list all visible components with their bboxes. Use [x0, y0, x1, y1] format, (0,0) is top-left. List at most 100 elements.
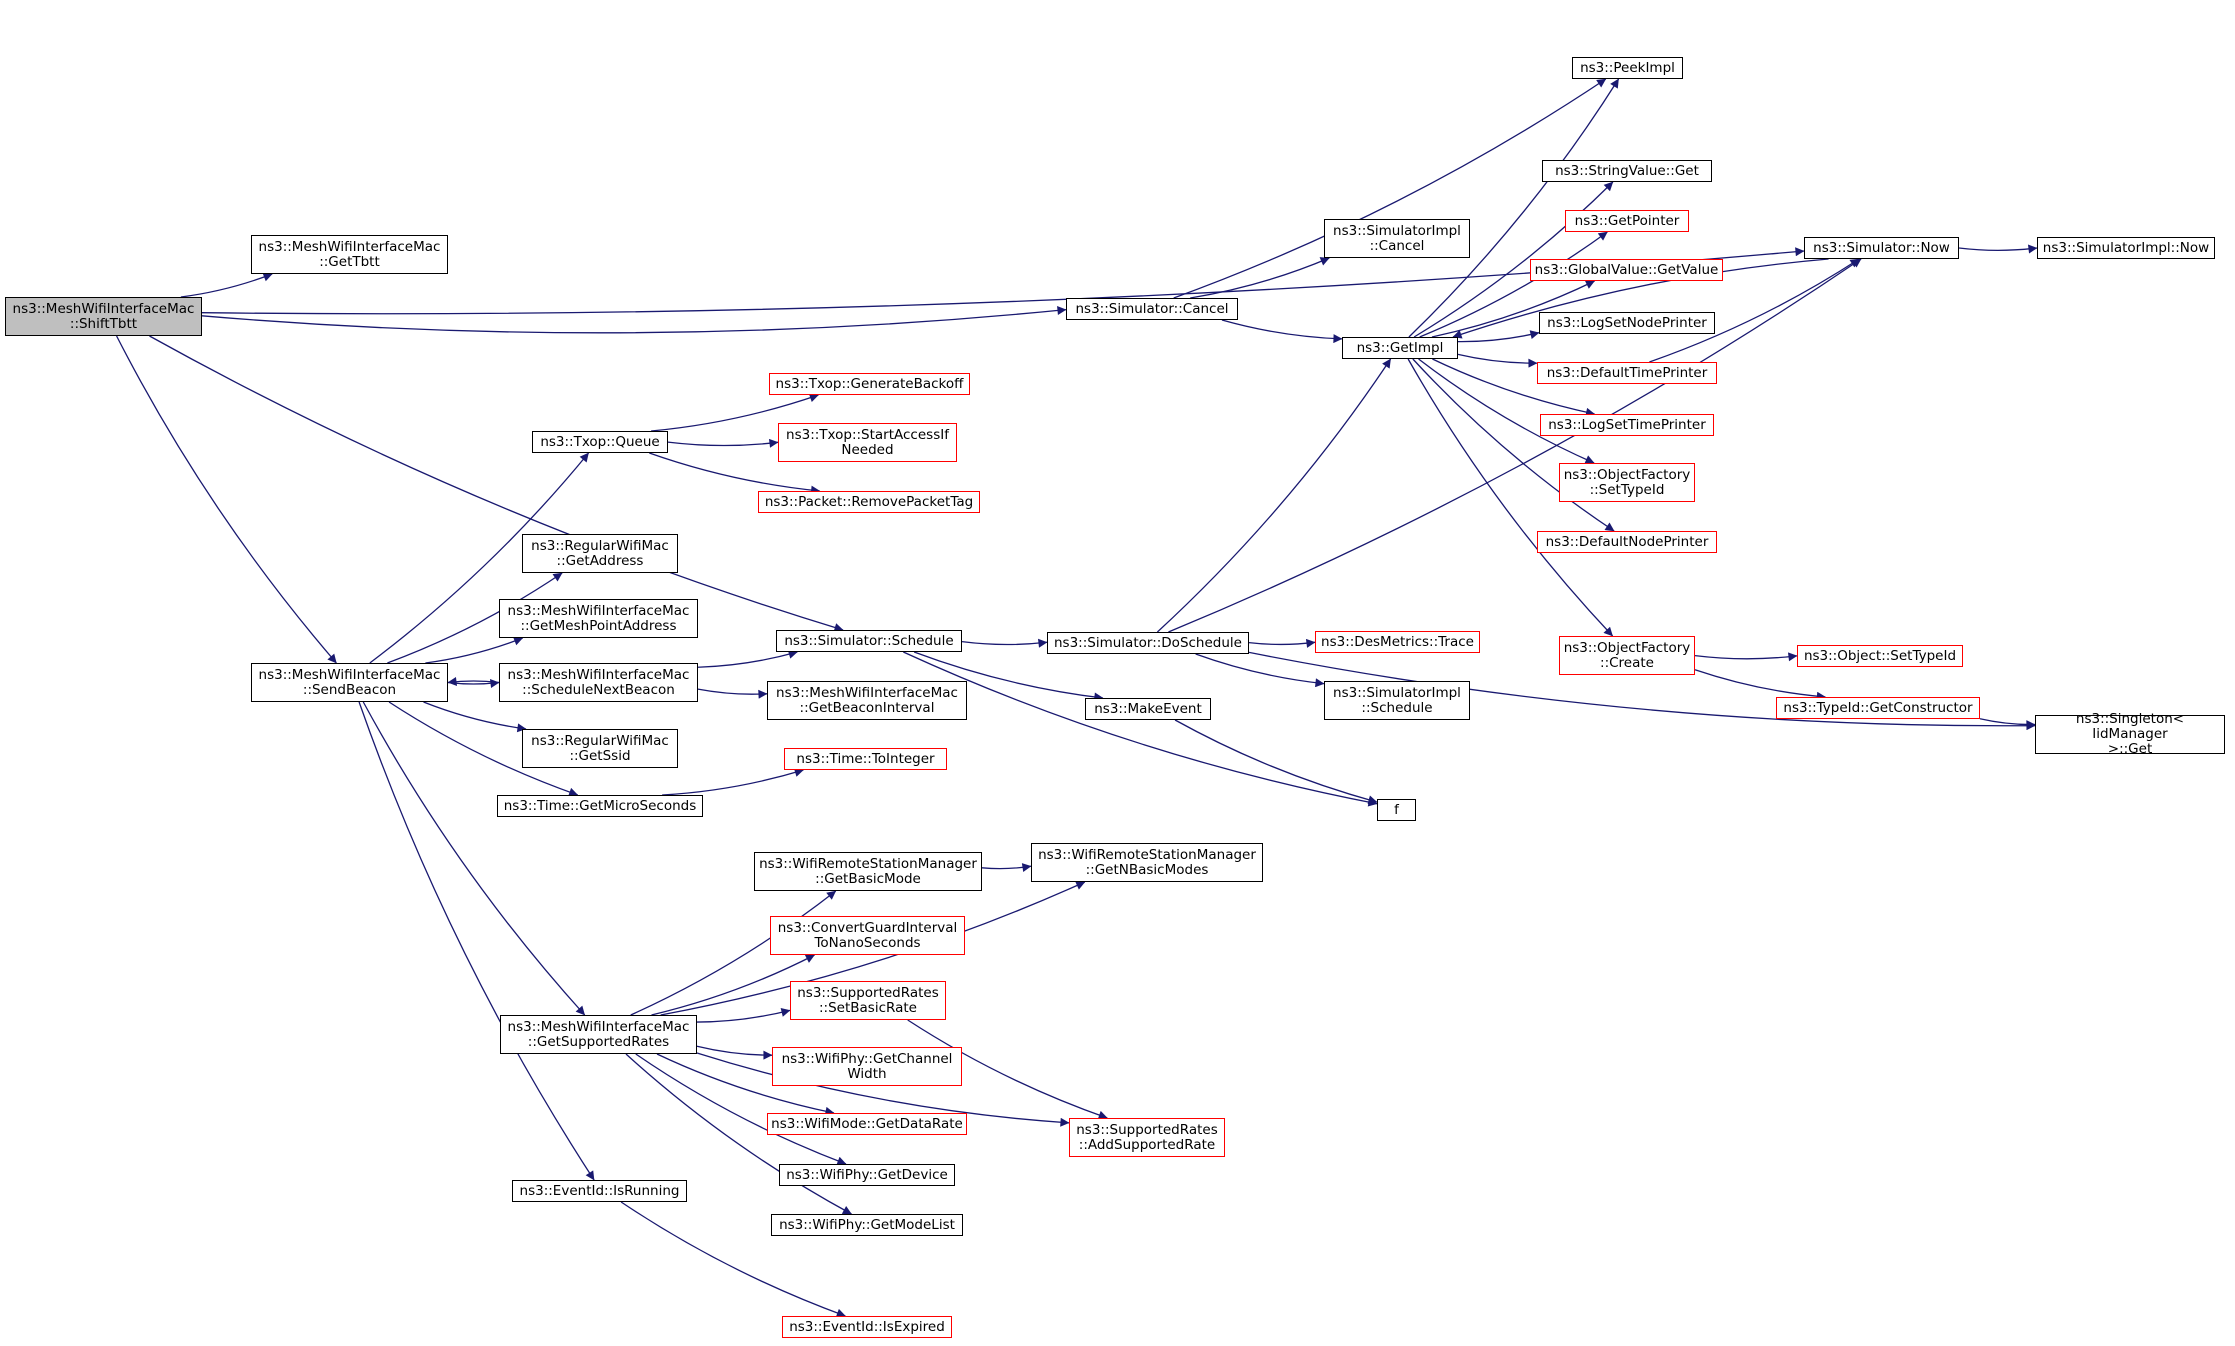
call-edge-makeevent-to-f	[1174, 719, 1378, 805]
call-edge-getimpl-to-peekimpl	[1408, 78, 1620, 338]
node-defaulttimeprinter[interactable]: ns3::DefaultTimePrinter	[1537, 362, 1717, 384]
node-globalvalue-getvalue[interactable]: ns3::GlobalValue::GetValue	[1530, 259, 1723, 281]
node-txop-generatebackoff[interactable]: ns3::Txop::GenerateBackoff	[769, 373, 970, 395]
node-objfactory-settypeid[interactable]: ns3::ObjectFactory ::SetTypeId	[1559, 463, 1695, 502]
node-regular-getaddress[interactable]: ns3::RegularWifiMac ::GetAddress	[522, 534, 678, 573]
node-logsetnodeprinter[interactable]: ns3::LogSetNodePrinter	[1539, 312, 1715, 334]
call-edge-supportedrates_setbasicrate-to-supportedrates_addsupportedrate	[907, 1019, 1108, 1120]
call-edge-getsupportedrates-to-wifimode_getdatarate	[656, 1053, 835, 1116]
node-supportedrates-addsupportedrate[interactable]: ns3::SupportedRates ::AddSupportedRate	[1069, 1118, 1225, 1157]
call-edge-getimpl-to-globalvalue_getvalue	[1431, 280, 1595, 338]
node-txop-queue[interactable]: ns3::Txop::Queue	[532, 431, 668, 453]
call-edge-getsupportedrates-to-wifiphy_getmodelist	[625, 1053, 852, 1215]
node-convertguardinterval[interactable]: ns3::ConvertGuardInterval ToNanoSeconds	[770, 916, 965, 955]
node-wifiphy-getdevice[interactable]: ns3::WifiPhy::GetDevice	[779, 1164, 955, 1186]
call-edge-getimpl-to-getpointer	[1419, 231, 1608, 338]
call-edge-getimpl-to-objfactory_create	[1407, 358, 1614, 637]
call-edge-sim_cancel-to-simimpl_cancel	[1190, 257, 1330, 299]
node-makeevent[interactable]: ns3::MakeEvent	[1085, 698, 1211, 720]
call-edge-objfactory_create-to-typeid_getconstructor	[1694, 669, 1826, 701]
node-typeid-getconstructor[interactable]: ns3::TypeId::GetConstructor	[1776, 697, 1980, 719]
node-packet-removepackettag[interactable]: ns3::Packet::RemovePacketTag	[758, 491, 980, 513]
call-edge-defaulttimeprinter-to-sim_now	[1649, 258, 1860, 363]
call-edge-getsupportedrates-to-supportedrates_addsupportedrate	[696, 1052, 1070, 1127]
call-edge-getsupportedrates-to-convertguardinterval	[651, 954, 815, 1016]
node-getbasicmode[interactable]: ns3::WifiRemoteStationManager ::GetBasic…	[754, 852, 982, 891]
node-regular-getssid[interactable]: ns3::RegularWifiMac ::GetSsid	[522, 729, 678, 768]
call-edge-sendbeacon-to-getmeshpointaddress	[425, 636, 524, 664]
node-objfactory-create[interactable]: ns3::ObjectFactory ::Create	[1559, 636, 1695, 675]
call-edge-sendbeacon-to-regular_getssid	[423, 701, 527, 733]
node-simimpl-cancel[interactable]: ns3::SimulatorImpl ::Cancel	[1324, 219, 1470, 258]
call-edge-sim_now-to-getimpl	[1452, 258, 1829, 339]
node-getpointer[interactable]: ns3::GetPointer	[1565, 210, 1689, 232]
call-edge-shifttbtt-to-gettbtt	[180, 272, 273, 298]
node-time-tointeger[interactable]: ns3::Time::ToInteger	[784, 748, 947, 770]
node-sim-now[interactable]: ns3::Simulator::Now	[1804, 237, 1959, 259]
call-edge-getsupportedrates-to-supportedrates_setbasicrate	[696, 1008, 791, 1023]
call-edge-shifttbtt-to-sendbeacon	[116, 335, 337, 664]
node-eventid-isrunning[interactable]: ns3::EventId::IsRunning	[512, 1180, 687, 1202]
node-schedulenextbeacon[interactable]: ns3::MeshWifiInterfaceMac ::ScheduleNext…	[499, 663, 698, 702]
call-edge-getimpl-to-defaulttimeprinter	[1457, 353, 1538, 368]
call-edge-shifttbtt-to-sim_schedule	[149, 335, 844, 632]
node-f[interactable]: f	[1377, 799, 1416, 821]
node-shifttbtt: ns3::MeshWifiInterfaceMac ::ShiftTbtt	[5, 297, 202, 336]
call-edge-getsupportedrates-to-getnbasicmodes	[660, 881, 1086, 1016]
call-edge-sim_schedule-to-f	[903, 651, 1378, 807]
node-getsupportedrates[interactable]: ns3::MeshWifiInterfaceMac ::GetSupported…	[500, 1015, 697, 1054]
node-txop-startaccess[interactable]: ns3::Txop::StartAccessIf Needed	[778, 423, 957, 462]
call-edge-getsupportedrates-to-wifiphy_getdevice	[635, 1053, 847, 1166]
call-edge-getimpl-to-logsetnodeprinter	[1457, 330, 1540, 343]
call-edge-sim_doschedule-to-singleton_get	[1248, 651, 2036, 731]
node-singleton-get[interactable]: ns3::Singleton< IidManager >::Get	[2035, 712, 2225, 757]
call-edge-sendbeacon-to-schedulenextbeacon	[447, 679, 500, 688]
call-edge-sendbeacon-to-time_getmicroseconds	[388, 701, 579, 797]
node-desmetrics-trace[interactable]: ns3::DesMetrics::Trace	[1315, 631, 1480, 653]
call-edge-eventid_isrunning-to-eventid_isexpired	[620, 1201, 846, 1318]
node-supportedrates-setbasicrate[interactable]: ns3::SupportedRates ::SetBasicRate	[790, 981, 946, 1020]
call-edge-sim_cancel-to-getimpl	[1221, 319, 1343, 344]
call-edge-shifttbtt-to-sim_cancel	[201, 305, 1067, 334]
call-edge-sendbeacon-to-regular_getaddress	[387, 572, 563, 664]
node-getbeaconinterval[interactable]: ns3::MeshWifiInterfaceMac ::GetBeaconInt…	[767, 681, 967, 720]
node-defaultnodeprinter[interactable]: ns3::DefaultNodePrinter	[1537, 531, 1717, 553]
call-edge-sim_doschedule-to-sim_now	[1168, 258, 1862, 633]
call-edge-getimpl-to-logsettimeprinter	[1432, 358, 1596, 417]
node-sim-cancel[interactable]: ns3::Simulator::Cancel	[1066, 298, 1238, 320]
node-peekimpl[interactable]: ns3::PeekImpl	[1572, 57, 1683, 79]
node-time-getmicroseconds[interactable]: ns3::Time::GetMicroSeconds	[497, 795, 703, 817]
call-edge-sim_doschedule-to-getimpl	[1156, 358, 1392, 633]
node-sendbeacon[interactable]: ns3::MeshWifiInterfaceMac ::SendBeacon	[251, 663, 448, 702]
node-getimpl[interactable]: ns3::GetImpl	[1342, 337, 1458, 359]
call-edge-schedulenextbeacon-to-sendbeacon	[447, 677, 500, 686]
call-edge-sim_cancel-to-peekimpl	[1173, 78, 1607, 299]
node-sim-schedule[interactable]: ns3::Simulator::Schedule	[776, 630, 962, 652]
node-simimpl-now[interactable]: ns3::SimulatorImpl::Now	[2037, 237, 2215, 259]
node-gettbtt[interactable]: ns3::MeshWifiInterfaceMac ::GetTbtt	[251, 235, 448, 274]
call-edge-sim_schedule-to-makeevent	[913, 651, 1104, 702]
call-edge-sim_schedule-to-sim_doschedule	[961, 638, 1048, 648]
call-edge-txop_queue-to-txop_startaccess	[667, 438, 779, 448]
node-wifimode-getdatarate[interactable]: ns3::WifiMode::GetDataRate	[767, 1113, 967, 1135]
node-wifiphy-getchannelwidth[interactable]: ns3::WifiPhy::GetChannel Width	[772, 1047, 962, 1086]
node-logsettimeprinter[interactable]: ns3::LogSetTimePrinter	[1540, 414, 1714, 436]
node-sim-doschedule[interactable]: ns3::Simulator::DoSchedule	[1047, 632, 1249, 654]
call-edge-sim_doschedule-to-simimpl_schedule	[1195, 653, 1325, 688]
call-edge-getimpl-to-stringvalue_get	[1413, 181, 1614, 338]
call-edge-getimpl-to-defaultnodeprinter	[1412, 358, 1615, 532]
call-edge-txop_queue-to-packet_removepackettag	[649, 452, 821, 495]
call-edge-sim_doschedule-to-desmetrics_trace	[1248, 638, 1316, 648]
call-edge-sendbeacon-to-txop_queue	[369, 452, 590, 664]
node-getnbasicmodes[interactable]: ns3::WifiRemoteStationManager ::GetNBasi…	[1031, 843, 1263, 882]
node-wifiphy-getmodelist[interactable]: ns3::WifiPhy::GetModeList	[771, 1214, 963, 1236]
node-eventid-isexpired[interactable]: ns3::EventId::IsExpired	[782, 1316, 952, 1338]
node-object-settypeid[interactable]: ns3::Object::SetTypeId	[1797, 645, 1963, 667]
call-edge-getbasicmode-to-getnbasicmodes	[981, 863, 1032, 872]
node-stringvalue-get[interactable]: ns3::StringValue::Get	[1542, 160, 1712, 182]
node-simimpl-schedule[interactable]: ns3::SimulatorImpl ::Schedule	[1324, 681, 1470, 720]
node-getmeshpointaddress[interactable]: ns3::MeshWifiInterfaceMac ::GetMeshPoint…	[499, 599, 698, 638]
call-edge-sendbeacon-to-getsupportedrates	[362, 701, 586, 1016]
